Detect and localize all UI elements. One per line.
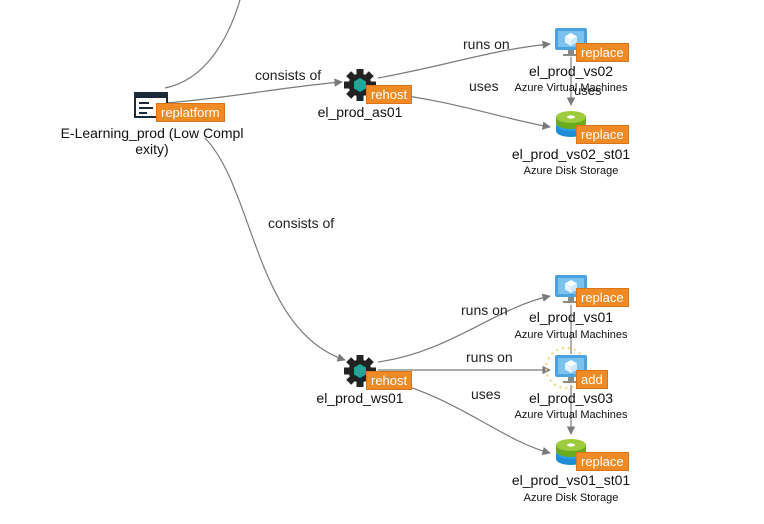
node-label: el_prod_vs01 — [528, 309, 614, 325]
edge-root-ws01 — [204, 137, 346, 362]
status-badge: rehost — [366, 371, 413, 390]
edge-root-offscreen — [164, 0, 241, 89]
node-type-label: Azure Disk Storage — [523, 165, 619, 177]
edge-label-uses: uses — [469, 78, 499, 94]
node-type-label: Azure Disk Storage — [523, 492, 619, 504]
node-label: el_prod_ws01 — [316, 390, 404, 406]
status-badge: replace — [576, 43, 629, 62]
node-label: el_prod_as01 — [317, 104, 403, 120]
node-label: E-Learning_prod (Low Compl — [60, 125, 244, 141]
node-label: exity) — [135, 141, 169, 157]
node-type-label: Azure Virtual Machines — [514, 82, 628, 94]
edge-root-as01 — [164, 78, 343, 104]
gear-server-icon — [344, 355, 376, 387]
status-badge: replace — [576, 288, 629, 307]
node-label: el_prod_vs02 — [528, 63, 614, 79]
edge-label-consists-of: consists of — [268, 215, 335, 231]
node-type-label: Azure Virtual Machines — [514, 409, 628, 421]
edge-label-uses: uses — [574, 83, 602, 98]
edge-label-uses: uses — [471, 386, 501, 402]
node-label: el_prod_vs02_st01 — [511, 146, 631, 162]
gear-server-icon — [344, 69, 376, 101]
status-badge: replace — [576, 125, 629, 144]
edge-label-runs-on: runs on — [461, 302, 508, 318]
node-label: el_prod_vs01_st01 — [511, 472, 631, 488]
edge-label-consists-of: consists of — [255, 67, 322, 83]
status-badge: add — [576, 370, 608, 389]
edge-as01-vs02 — [377, 40, 551, 79]
edge-label-runs-on: runs on — [466, 349, 513, 365]
status-badge: replace — [576, 452, 629, 471]
node-label: el_prod_vs03 — [528, 390, 614, 406]
edge-ws01-vs01 — [377, 293, 551, 363]
status-badge: rehost — [366, 85, 413, 104]
node-type-label: Azure Virtual Machines — [514, 329, 628, 341]
status-badge: replatform — [156, 103, 225, 122]
edge-label-runs-on: runs on — [463, 36, 510, 52]
